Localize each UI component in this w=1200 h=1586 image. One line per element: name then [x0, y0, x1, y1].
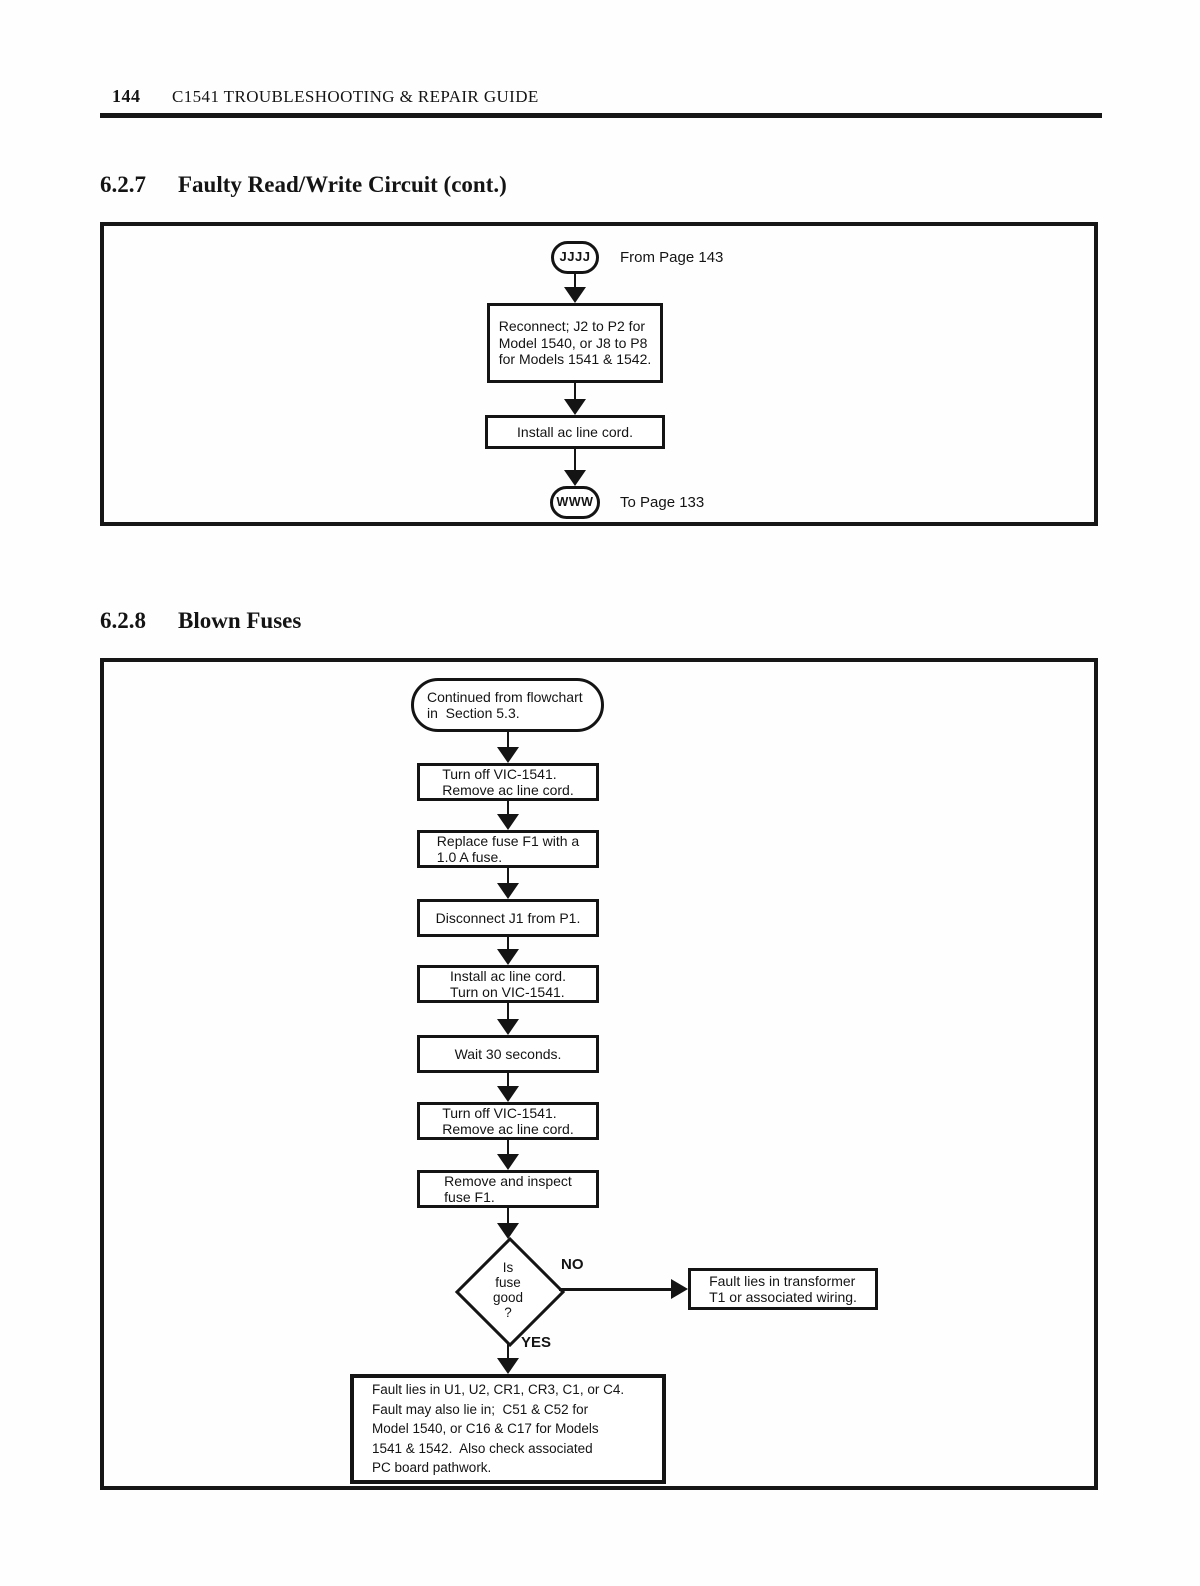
yes-branch-label: YES	[521, 1334, 552, 1351]
terminator-continued-from: Continued from flowchart in Section 5.3.	[411, 678, 604, 732]
section-627-number: 6.2.7	[100, 172, 146, 197]
no-branch-line	[559, 1288, 673, 1291]
result-box-text: Fault lies in transformer T1 or associat…	[709, 1272, 857, 1306]
arrow-shaft	[506, 1342, 510, 1358]
arrowhead-down-icon	[497, 747, 519, 763]
arrow-shaft	[506, 732, 510, 747]
connector-jjjj-label: JJJJ	[559, 249, 591, 265]
process-box-text: Remove and inspect fuse F1.	[444, 1172, 572, 1206]
arrowhead-down-icon	[497, 1223, 519, 1239]
arrow-shaft	[506, 868, 510, 883]
process-box-text: Wait 30 seconds.	[454, 1045, 562, 1062]
arrowhead-down-icon	[497, 1154, 519, 1170]
from-page-label: From Page 143	[620, 249, 724, 266]
arrowhead-down-icon	[497, 883, 519, 899]
arrow-shaft	[506, 1140, 510, 1154]
flow-arrow-down	[496, 801, 520, 830]
arrowhead-down-icon	[564, 287, 586, 303]
connector-www: WWW	[550, 486, 600, 519]
flow-arrow-down	[496, 1073, 520, 1102]
flow-arrow-down	[563, 449, 587, 486]
arrowhead-down-icon	[497, 1358, 519, 1374]
decision-text: Is fuse good ?	[492, 1260, 524, 1320]
process-box-text: Disconnect J1 from P1.	[435, 909, 581, 926]
connector-www-label: WWW	[556, 495, 594, 510]
result-box-text: Fault lies in U1, U2, CR1, CR3, C1, or C…	[372, 1382, 625, 1476]
process-box-step-2: Replace fuse F1 with a 1.0 A fuse.	[417, 830, 599, 868]
header-title: C1541 TROUBLESHOOTING & REPAIR GUIDE	[172, 87, 539, 106]
terminator-text: Continued from flowchart in Section 5.3.	[427, 688, 583, 722]
flow-arrow-down	[496, 1208, 520, 1239]
arrowhead-down-icon	[564, 470, 586, 486]
process-box-install-cord: Install ac line cord.	[485, 415, 665, 449]
process-box-step-3: Disconnect J1 from P1.	[417, 899, 599, 937]
arrow-shaft	[506, 1208, 510, 1223]
result-box-transformer-fault: Fault lies in transformer T1 or associat…	[688, 1268, 878, 1310]
process-box-text: Replace fuse F1 with a 1.0 A fuse.	[436, 832, 580, 866]
flow-arrow-down	[563, 274, 587, 303]
process-box-step-4: Install ac line cord. Turn on VIC-1541.	[417, 965, 599, 1003]
section-628-number: 6.2.8	[100, 608, 146, 633]
no-branch-label: NO	[561, 1256, 584, 1273]
process-box-text: Turn off VIC-1541. Remove ac line cord.	[442, 765, 574, 799]
result-box-component-fault: Fault lies in U1, U2, CR1, CR3, C1, or C…	[350, 1374, 666, 1484]
arrow-shaft	[506, 937, 510, 949]
process-box-reconnect: Reconnect; J2 to P2 for Model 1540, or J…	[487, 303, 663, 383]
flow-arrow-down	[496, 1003, 520, 1035]
process-box-text: Turn off VIC-1541. Remove ac line cord.	[442, 1104, 574, 1138]
decision-is-fuse-good: Is fuse good ?	[454, 1236, 566, 1348]
process-box-step-5: Wait 30 seconds.	[417, 1035, 599, 1073]
process-box-step-1: Turn off VIC-1541. Remove ac line cord.	[417, 763, 599, 801]
flowchart-1-frame	[100, 222, 1098, 526]
arrow-shaft	[506, 1073, 510, 1086]
arrow-shaft	[573, 449, 577, 470]
process-box-step-6: Turn off VIC-1541. Remove ac line cord.	[417, 1102, 599, 1140]
process-box-text: Reconnect; J2 to P2 for Model 1540, or J…	[498, 318, 652, 368]
arrowhead-down-icon	[497, 949, 519, 965]
arrow-shaft	[573, 274, 577, 287]
section-628-title: Blown Fuses	[178, 608, 302, 633]
flow-arrow-down	[496, 732, 520, 763]
process-box-text: Install ac line cord.	[517, 423, 633, 440]
arrow-shaft	[573, 383, 577, 399]
arrowhead-down-icon	[564, 399, 586, 415]
flow-arrow-down	[496, 1140, 520, 1170]
arrowhead-down-icon	[497, 814, 519, 830]
page-number: 144	[112, 86, 141, 106]
arrowhead-down-icon	[497, 1086, 519, 1102]
section-627-title: Faulty Read/Write Circuit (cont.)	[178, 172, 507, 197]
flow-arrow-down	[563, 383, 587, 415]
header-rule	[100, 113, 1102, 118]
flow-arrow-down	[496, 937, 520, 965]
flowchart-2-frame	[100, 658, 1098, 1490]
arrowhead-right-icon	[671, 1279, 688, 1299]
process-box-text: Install ac line cord. Turn on VIC-1541.	[450, 967, 566, 1001]
connector-jjjj: JJJJ	[551, 241, 599, 274]
flow-arrow-down	[496, 868, 520, 899]
arrowhead-down-icon	[497, 1019, 519, 1035]
arrow-shaft	[506, 801, 510, 814]
to-page-label: To Page 133	[620, 494, 705, 511]
flow-arrow-down	[496, 1342, 520, 1374]
arrow-shaft	[506, 1003, 510, 1019]
process-box-step-7: Remove and inspect fuse F1.	[417, 1170, 599, 1208]
